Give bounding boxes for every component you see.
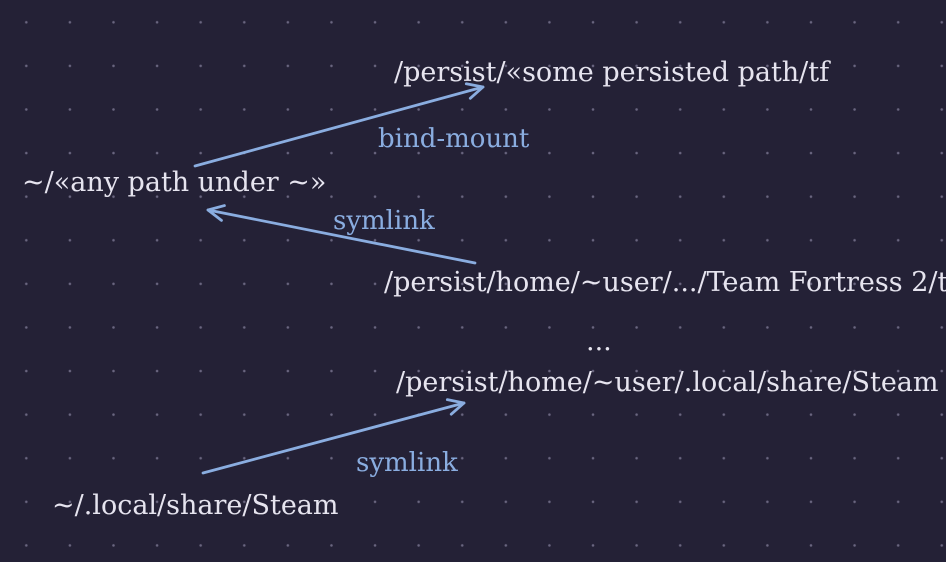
node-persist-team-fortress: /persist/home/~user/.../Team Fortress 2/… bbox=[384, 267, 946, 298]
symlink-tf-arrow-head bbox=[206, 204, 226, 222]
ellipsis-text: ... bbox=[586, 326, 612, 357]
node-home-any-path: ~/«any path under ~» bbox=[22, 167, 327, 198]
edge-label-symlink-steam: symlink bbox=[356, 448, 458, 478]
node-persist-some-persisted-path: /persist/«some persisted path/tf bbox=[394, 57, 830, 88]
edge-label-symlink-tf: symlink bbox=[333, 206, 435, 236]
edge-label-bind-mount: bind-mount bbox=[378, 124, 530, 154]
node-home-steam: ~/.local/share/Steam bbox=[52, 490, 339, 521]
node-persist-steam: /persist/home/~user/.local/share/Steam bbox=[396, 367, 939, 398]
symlink-steam-arrow-head bbox=[445, 398, 466, 416]
